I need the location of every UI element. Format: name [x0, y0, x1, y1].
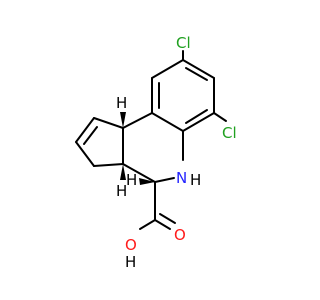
bond-c-cl2 [213, 112, 227, 122]
bond-ring-a [182, 59, 215, 79]
stereo-wedge-c3a-h [120, 164, 126, 180]
bond-carboxyl-o [154, 219, 171, 230]
bond-c4-c3a [122, 163, 156, 183]
bond-c1-c2 [75, 117, 95, 143]
bond-c9b-c1 [93, 117, 124, 129]
atom-label-cl-top: Cl [176, 34, 191, 52]
bond-ring-double-1 [185, 67, 208, 81]
bond-ring-c [182, 112, 215, 132]
atom-label-o-carbonyl: O [174, 226, 186, 244]
bond-c2-c3 [75, 141, 95, 167]
bond-ring-d [151, 112, 184, 132]
bond-c3-c3a [93, 163, 124, 167]
atom-label-cl-right: Cl [222, 124, 237, 142]
atom-label-o-hydroxyl: O [125, 236, 137, 254]
bond-c1-c2-double [83, 126, 98, 145]
bond-n-c4 [154, 177, 175, 183]
bond-carboxyl-oh [139, 219, 156, 230]
atom-label-oh-h: H [125, 253, 136, 271]
atom-label-h-middle: H [116, 182, 127, 200]
atom-label-h-left: H [126, 171, 137, 189]
bond-c9b-ar [122, 112, 153, 129]
bond-ring-f [151, 59, 184, 79]
atom-label-h-top: H [116, 94, 127, 112]
atom-label-n: N [176, 169, 187, 187]
bond-ring-double-2 [185, 109, 208, 124]
molecule-structure-diagram: Cl Cl N H O O H H H H [75, 34, 237, 271]
bond-carboxyl-o-double [159, 213, 176, 224]
stereo-wedge-c9b-h [120, 112, 126, 128]
molecule-svg: Cl Cl N H O O H H H H [75, 34, 237, 271]
stereo-wedge-c4-h [139, 178, 155, 185]
atom-label-nh-h: H [190, 171, 201, 189]
